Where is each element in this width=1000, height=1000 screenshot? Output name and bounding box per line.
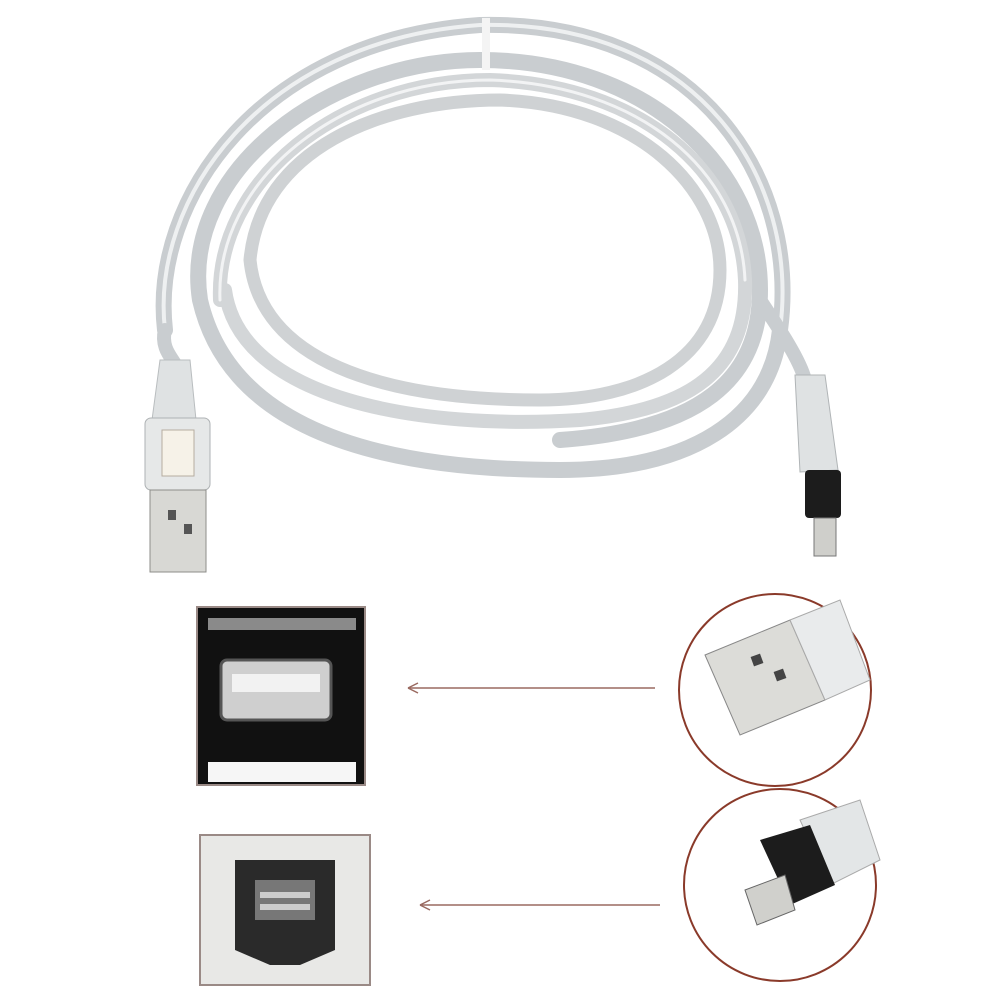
firewire-4pin-plug-icon	[794, 374, 841, 557]
usb-a-plug-callout	[678, 593, 872, 787]
cable-tie	[482, 18, 490, 70]
arrow-1	[407, 682, 655, 694]
arrow-2	[419, 899, 660, 911]
usb-a-port-photo	[196, 606, 366, 786]
cable-coil	[155, 16, 812, 479]
firewire-4pin-port-photo	[199, 834, 371, 986]
usb-a-plug-icon	[144, 359, 211, 573]
firewire-plug-callout	[683, 788, 881, 982]
